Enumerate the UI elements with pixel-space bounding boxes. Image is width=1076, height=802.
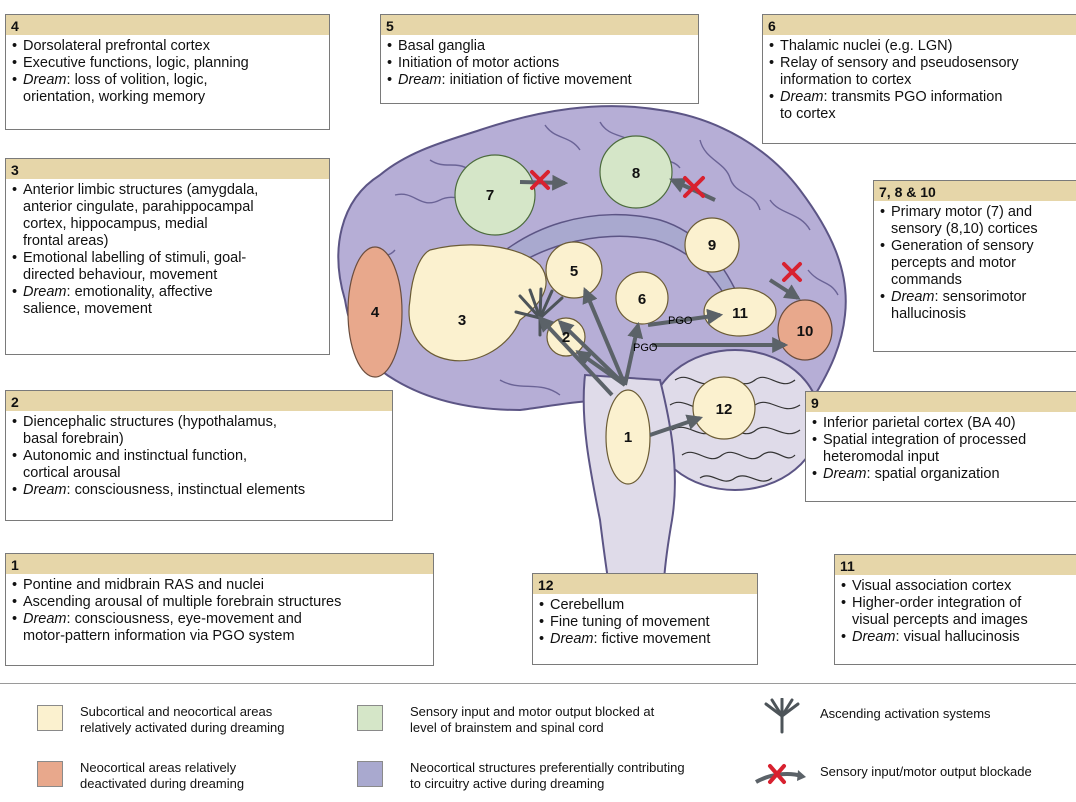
panel-9-dream: Dream: spatial organization bbox=[812, 466, 1071, 483]
region-label-4: 4 bbox=[371, 304, 380, 321]
legend-swatch-deactivated bbox=[37, 761, 63, 787]
region-9 bbox=[684, 217, 740, 273]
ascending-activation-fan bbox=[514, 287, 564, 337]
panel-11: 11 Visual association cortex Higher-orde… bbox=[834, 554, 1076, 665]
panel-11-item: Visual association cortex bbox=[841, 578, 1071, 595]
region-label-12: 12 bbox=[716, 401, 733, 418]
panel-4-number: 4 bbox=[6, 15, 329, 35]
panel-3-item: Emotional labelling of stimuli, goal-dir… bbox=[12, 250, 324, 284]
panel-3-item: Anterior limbic structures (amygdala,ant… bbox=[12, 182, 324, 250]
region-label-11: 11 bbox=[732, 305, 748, 322]
legend-swatch-circuitry bbox=[357, 761, 383, 787]
panel-2-dream: Dream: consciousness, instinctual elemen… bbox=[12, 482, 387, 499]
pgo-label-lower: PGO bbox=[633, 342, 658, 354]
panel-11-number: 11 bbox=[835, 555, 1076, 575]
panel-6-item: Thalamic nuclei (e.g. LGN) bbox=[769, 38, 1071, 55]
panel-12-item: Fine tuning of movement bbox=[539, 614, 752, 631]
panel-9-item: Spatial integration of processedheteromo… bbox=[812, 432, 1071, 466]
panel-12-dream: Dream: fictive movement bbox=[539, 631, 752, 648]
region-4 bbox=[347, 246, 403, 378]
panel-9-number: 9 bbox=[806, 392, 1076, 412]
panel-1: 1 Pontine and midbrain RAS and nuclei As… bbox=[5, 553, 434, 666]
region-12 bbox=[692, 376, 756, 440]
panel-6-item: Relay of sensory and pseudosensoryinform… bbox=[769, 55, 1071, 89]
panel-5: 5 Basal ganglia Initiation of motor acti… bbox=[380, 14, 699, 104]
panel-1-dream: Dream: consciousness, eye-movement andmo… bbox=[12, 611, 428, 645]
panel-5-item: Basal ganglia bbox=[387, 38, 693, 55]
panel-2: 2 Diencephalic structures (hypothalamus,… bbox=[5, 390, 393, 521]
legend-blockade: Sensory input/motor output blockade bbox=[820, 764, 1032, 779]
region-label-3: 3 bbox=[458, 312, 466, 329]
panel-3-dream: Dream: emotionality, affectivesalience, … bbox=[12, 284, 324, 318]
region-label-7: 7 bbox=[486, 187, 494, 204]
region-3 bbox=[408, 244, 547, 362]
panel-9: 9 Inferior parietal cortex (BA 40) Spati… bbox=[805, 391, 1076, 502]
panel-1-number: 1 bbox=[6, 554, 433, 574]
panel-2-item: Autonomic and instinctual function,corti… bbox=[12, 448, 387, 482]
legend-swatch-blocked bbox=[357, 705, 383, 731]
panel-2-number: 2 bbox=[6, 391, 392, 411]
blockade-crosses bbox=[530, 170, 802, 282]
panel-5-item: Initiation of motor actions bbox=[387, 55, 693, 72]
panel-4-dream: Dream: loss of volition, logic,orientati… bbox=[12, 72, 324, 106]
panel-4-item: Dorsolateral prefrontal cortex bbox=[12, 38, 324, 55]
panel-4: 4 Dorsolateral prefrontal cortex Executi… bbox=[5, 14, 330, 130]
panel-7-8-10-number: 7, 8 & 10 bbox=[874, 181, 1076, 201]
region-label-10: 10 bbox=[797, 323, 814, 340]
region-10 bbox=[777, 299, 833, 361]
panel-12: 12 Cerebellum Fine tuning of movement Dr… bbox=[532, 573, 758, 665]
legend-blocked: Sensory input and motor output blocked a… bbox=[410, 704, 655, 735]
region-8 bbox=[599, 135, 673, 209]
panel-1-item: Ascending arousal of multiple forebrain … bbox=[12, 594, 428, 611]
panel-3: 3 Anterior limbic structures (amygdala,a… bbox=[5, 158, 330, 355]
region-1 bbox=[605, 389, 651, 485]
region-label-8: 8 bbox=[632, 165, 640, 182]
region-7 bbox=[454, 154, 536, 236]
panel-6: 6 Thalamic nuclei (e.g. LGN) Relay of se… bbox=[762, 14, 1076, 144]
panel-6-number: 6 bbox=[763, 15, 1076, 35]
panel-11-dream: Dream: visual hallucinosis bbox=[841, 629, 1071, 646]
panel-4-item: Executive functions, logic, planning bbox=[12, 55, 324, 72]
legend-swatch-activated bbox=[37, 705, 63, 731]
region-label-1: 1 bbox=[624, 429, 632, 446]
legend-circuitry: Neocortical structures preferentially co… bbox=[410, 760, 685, 791]
panel-2-item: Diencephalic structures (hypothalamus,ba… bbox=[12, 414, 387, 448]
region-5 bbox=[545, 241, 603, 299]
panel-12-item: Cerebellum bbox=[539, 597, 752, 614]
region-label-6: 6 bbox=[638, 291, 646, 308]
legend-ascending: Ascending activation systems bbox=[820, 706, 991, 721]
pgo-label-upper: PGO bbox=[668, 315, 693, 327]
panel-5-number: 5 bbox=[381, 15, 698, 35]
region-label-2: 2 bbox=[562, 329, 570, 346]
panel-5-dream: Dream: initiation of fictive movement bbox=[387, 72, 693, 89]
region-2 bbox=[546, 317, 586, 357]
region-label-9: 9 bbox=[708, 237, 716, 254]
ascending-activation-icon bbox=[764, 698, 800, 734]
panel-1-item: Pontine and midbrain RAS and nuclei bbox=[12, 577, 428, 594]
panel-9-item: Inferior parietal cortex (BA 40) bbox=[812, 415, 1071, 432]
panel-12-number: 12 bbox=[533, 574, 757, 594]
panel-3-number: 3 bbox=[6, 159, 329, 179]
blockade-cross-icon bbox=[755, 764, 806, 784]
region-label-5: 5 bbox=[570, 263, 578, 280]
